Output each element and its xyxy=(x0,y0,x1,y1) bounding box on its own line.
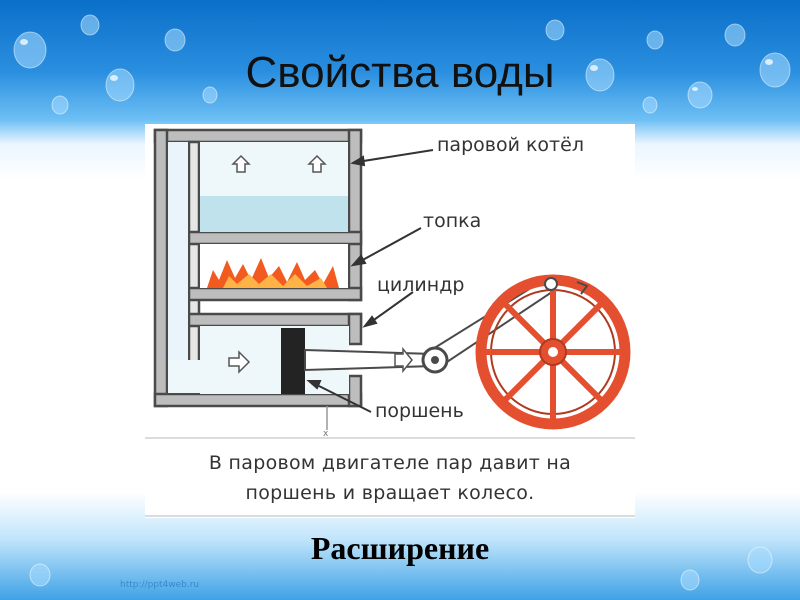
slide-subtitle: Расширение xyxy=(310,530,490,566)
piston xyxy=(281,328,305,394)
boiler-top-wall xyxy=(153,128,363,144)
cylinder-top-wall xyxy=(187,312,363,328)
stray-mark: x xyxy=(323,429,329,439)
slide-title: Свойства воды xyxy=(245,48,555,97)
steam-pipe xyxy=(168,142,188,393)
label-piston: поршень xyxy=(375,400,464,422)
steam-right-arrow xyxy=(228,350,251,374)
piston-rod xyxy=(304,348,434,372)
rotation-arrow xyxy=(576,281,589,295)
caption-line-2: поршень и вращает колесо. xyxy=(245,482,535,504)
boiler-water xyxy=(200,196,348,232)
flywheel xyxy=(475,274,631,430)
cylinder-bottom-wall xyxy=(153,392,363,408)
steam-pipe-inner-wall xyxy=(187,140,201,374)
boiler-right-wall xyxy=(347,128,363,302)
label-cylinder: цилиндр xyxy=(377,274,465,296)
steam-up-arrows xyxy=(231,154,327,173)
steam-engine-illustration: x xyxy=(145,128,635,517)
boiler-floor-wall xyxy=(187,230,363,246)
fire-flames xyxy=(207,258,339,288)
leader-arrows xyxy=(306,149,434,413)
firebox-floor-wall xyxy=(187,286,363,302)
watermark: http://ppt4web.ru xyxy=(120,580,200,590)
label-firebox: топка xyxy=(423,210,482,232)
caption-line-1: В паровом двигателе пар давит на xyxy=(208,452,572,474)
cylinder-right-upper-wall xyxy=(347,312,363,346)
label-boiler: паровой котёл xyxy=(437,134,584,156)
left-outer-wall xyxy=(153,128,169,408)
steam-engine-diagram: x паровой котёл топка цилиндр поршень В … xyxy=(145,124,635,518)
